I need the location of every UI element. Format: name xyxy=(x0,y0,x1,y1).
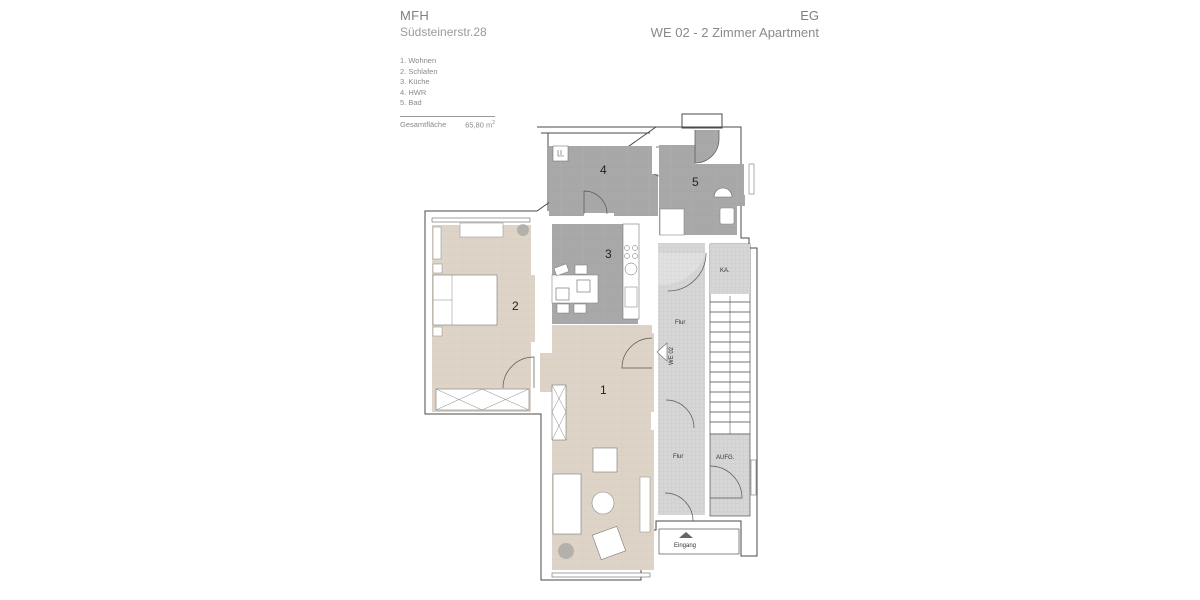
total-area: Gesamtfläche 65,80 m2 xyxy=(400,116,495,130)
svg-text:Eingang: Eingang xyxy=(674,543,696,549)
project-address: Südsteinerstr.28 xyxy=(400,25,487,39)
legend-item: 5. Bad xyxy=(400,98,422,107)
total-area-value: 65,80 m2 xyxy=(465,120,495,130)
svg-text:1: 1 xyxy=(600,383,607,397)
unit-header: EG WE 02 - 2 Zimmer Apartment xyxy=(651,8,819,40)
svg-text:Flur: Flur xyxy=(675,320,685,326)
stairwell-hall: Flur Flur WE 02 KA. AUFG. xyxy=(656,243,757,522)
entrance[interactable]: Eingang xyxy=(658,528,740,555)
legend-item: 3. Küche xyxy=(400,77,430,86)
svg-text:KA.: KA. xyxy=(720,268,730,274)
floor-label: EG xyxy=(800,8,819,23)
svg-text:Flur: Flur xyxy=(673,454,683,460)
legend-item: 4. HWR xyxy=(400,87,427,97)
legend-item: 2. Schlafen xyxy=(400,66,438,76)
project-name: MFH xyxy=(400,8,430,23)
room-bath: 5 xyxy=(659,130,755,236)
legend-item: 1. Wohnen xyxy=(400,56,437,65)
project-header: MFH Südsteinerstr.28 xyxy=(400,8,487,39)
room-hwr: 4 xyxy=(549,145,679,216)
room-kitchen: 3 xyxy=(551,223,640,324)
svg-text:5: 5 xyxy=(692,175,699,189)
svg-text:2: 2 xyxy=(512,299,519,313)
room-bedroom: 2 xyxy=(431,217,535,412)
room-legend: 1. Wohnen 2. Schlafen 3. Küche 4. HWR 5.… xyxy=(400,56,438,109)
room-living: 1 xyxy=(540,325,654,578)
total-area-label: Gesamtfläche xyxy=(400,120,447,129)
svg-text:WE 02: WE 02 xyxy=(669,346,675,365)
svg-text:3: 3 xyxy=(605,247,612,261)
svg-text:4: 4 xyxy=(600,163,607,177)
unit-title: WE 02 - 2 Zimmer Apartment xyxy=(650,25,819,40)
svg-text:AUFG.: AUFG. xyxy=(716,455,735,461)
